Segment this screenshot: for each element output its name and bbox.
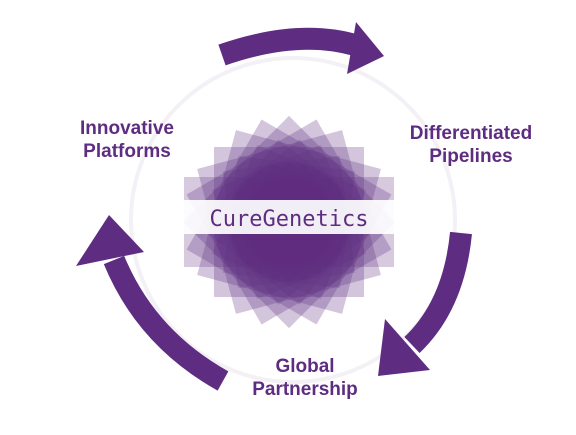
label-global-partnership: Global Partnership (220, 355, 390, 401)
label-differentiated-pipelines: Differentiated Pipelines (376, 122, 566, 168)
logo-banner (180, 200, 398, 234)
background-ring (129, 56, 457, 384)
label-left-line2: Platforms (83, 141, 171, 162)
label-left-line1: Innovative (80, 118, 174, 139)
curved-arrow-right-icon (378, 231, 472, 376)
label-bottom-line1: Global (275, 356, 335, 377)
curved-arrow-left-icon (76, 215, 229, 391)
logo-text: CureGenetics (210, 207, 369, 232)
label-bottom-line2: Partnership (252, 379, 358, 400)
label-innovative-platforms: Innovative Platforms (52, 117, 202, 163)
label-right-line2: Pipelines (429, 146, 513, 167)
label-right-line1: Differentiated (409, 123, 533, 144)
curved-arrow-top-icon (218, 22, 384, 74)
